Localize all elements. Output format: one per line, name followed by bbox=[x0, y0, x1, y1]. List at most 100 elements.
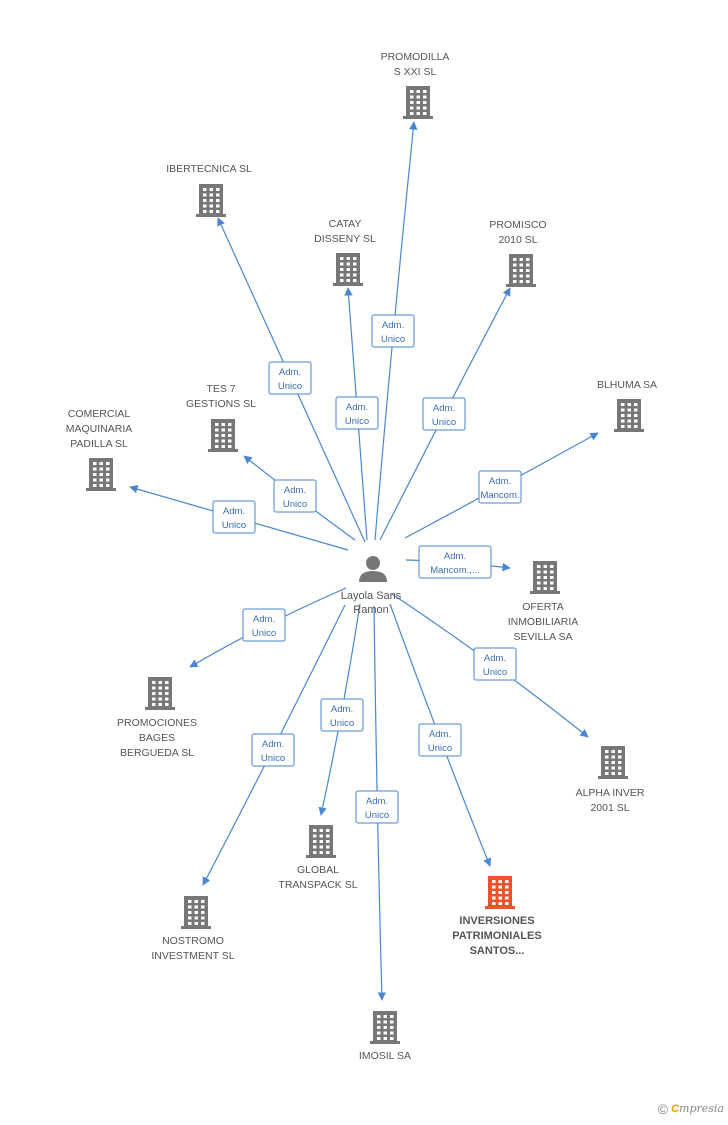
relation-box bbox=[242, 608, 286, 642]
relation-label-inversiones[interactable]: Adm. Unico bbox=[418, 723, 462, 757]
node-promodilla[interactable]: PROMODILLA S XXI SL bbox=[381, 51, 450, 119]
node-label: PROMODILLA bbox=[381, 51, 450, 63]
node-label: CATAY bbox=[329, 218, 362, 230]
relation-label-promociones[interactable]: Adm. Unico bbox=[242, 608, 286, 642]
relation-text: Adm. bbox=[484, 653, 506, 664]
relation-text: Unico bbox=[365, 810, 389, 821]
relation-text: Adm. bbox=[433, 403, 455, 414]
node-nostromo[interactable]: NOSTROMO INVESTMENT SL bbox=[151, 896, 235, 962]
building-icon bbox=[403, 86, 433, 119]
building-icon bbox=[530, 561, 560, 594]
relation-label-tes7[interactable]: Adm.Unico bbox=[273, 479, 317, 513]
relation-text: Mancom. bbox=[480, 490, 519, 501]
node-label: PADILLA SL bbox=[70, 438, 128, 450]
building-icon bbox=[485, 876, 515, 909]
brand-name: mpresia bbox=[679, 1101, 724, 1115]
relation-text: Adm. bbox=[331, 704, 353, 715]
relation-label-global[interactable]: Adm. Unico bbox=[320, 698, 364, 732]
relation-text: Adm. bbox=[253, 614, 275, 625]
node-label: GESTIONS SL bbox=[186, 398, 256, 410]
relation-box bbox=[273, 479, 317, 513]
relation-box bbox=[251, 733, 295, 767]
relation-label-alpha[interactable]: Adm. Unico bbox=[473, 647, 517, 681]
node-ibertecnica[interactable]: IBERTECNICA SL bbox=[166, 163, 252, 217]
node-label: 2001 SL bbox=[590, 802, 629, 814]
center-node[interactable]: Layola Sans Ramon bbox=[341, 556, 402, 616]
relation-text: Adm. bbox=[223, 506, 245, 517]
building-icon bbox=[145, 677, 175, 710]
relation-label-imosil[interactable]: Adm. Unico bbox=[355, 790, 399, 824]
building-icon bbox=[614, 399, 644, 432]
node-label: PROMISCO bbox=[489, 219, 546, 231]
relation-box bbox=[320, 698, 364, 732]
relation-text: Adm. bbox=[346, 402, 368, 413]
building-icon bbox=[370, 1011, 400, 1044]
relation-box bbox=[422, 397, 466, 431]
building-icon bbox=[506, 254, 536, 287]
relation-text: Mancom.,... bbox=[430, 565, 480, 576]
relation-text: Unico bbox=[345, 416, 369, 427]
relation-text: Adm. bbox=[429, 729, 451, 740]
relation-box bbox=[371, 314, 415, 348]
building-icon bbox=[208, 419, 238, 452]
relation-text: Unico bbox=[252, 628, 276, 639]
node-label: IMOSIL SA bbox=[359, 1050, 411, 1062]
relation-label-oferta[interactable]: Adm. Mancom.,... bbox=[418, 545, 492, 579]
node-label: TRANSPACK SL bbox=[278, 879, 357, 891]
node-global[interactable]: GLOBAL TRANSPACK SL bbox=[278, 825, 358, 891]
relation-text: Adm. bbox=[279, 367, 301, 378]
node-tes7[interactable]: TES 7 GESTIONS SL bbox=[186, 383, 256, 452]
node-label: GLOBAL bbox=[297, 864, 339, 876]
relation-text: Unico bbox=[428, 743, 452, 754]
relation-box bbox=[268, 361, 312, 395]
node-label: IBERTECNICA SL bbox=[166, 163, 252, 175]
node-promisco[interactable]: PROMISCO 2010 SL bbox=[489, 219, 547, 287]
node-blhuma[interactable]: BLHUMA SA bbox=[597, 379, 657, 432]
node-label: INVESTMENT SL bbox=[151, 950, 234, 962]
person-icon bbox=[359, 556, 387, 582]
relation-label-promodilla[interactable]: Adm.Unico bbox=[371, 314, 415, 348]
building-icon bbox=[598, 746, 628, 779]
center-label-line-2: Ramon bbox=[353, 604, 388, 616]
relation-label-blhuma[interactable]: Adm.Mancom. bbox=[478, 470, 522, 504]
building-icon bbox=[333, 253, 363, 286]
relation-text: Adm. bbox=[444, 551, 466, 562]
relation-label-ibertecnica[interactable]: Adm. Unico bbox=[268, 361, 312, 395]
footer-brand: © Cmpresia bbox=[658, 1101, 724, 1117]
node-label: TES 7 bbox=[206, 383, 235, 395]
relation-text: Unico bbox=[330, 718, 354, 729]
node-label: BERGUEDA SL bbox=[120, 747, 194, 759]
node-label: NOSTROMO bbox=[162, 935, 224, 947]
copyright-symbol: © bbox=[657, 1101, 669, 1117]
node-label: COMERCIAL bbox=[68, 408, 131, 420]
relation-label-catay[interactable]: Adm. Unico bbox=[335, 396, 379, 430]
relation-text: Unico bbox=[261, 753, 285, 764]
relation-text: Unico bbox=[222, 520, 246, 531]
node-imosil[interactable]: IMOSIL SA bbox=[359, 1011, 411, 1062]
node-label: INVERSIONES bbox=[459, 915, 534, 927]
node-label: 2010 SL bbox=[498, 234, 537, 246]
relation-text: Unico bbox=[483, 667, 507, 678]
node-label: S XXI SL bbox=[394, 66, 437, 78]
node-inversiones[interactable]: INVERSIONESPATRIMONIALESSANTOS... bbox=[452, 876, 542, 957]
node-label: PATRIMONIALES bbox=[452, 930, 541, 942]
node-label: BAGES bbox=[139, 732, 175, 744]
relation-label-comercial[interactable]: Adm. Unico bbox=[212, 500, 256, 534]
relation-box bbox=[212, 500, 256, 534]
relation-label-promisco[interactable]: Adm.Unico bbox=[422, 397, 466, 431]
nodes-layer: PROMODILLA S XXI SL IBERTECNICA SL CATAYDIS… bbox=[66, 51, 657, 1062]
node-label: SEVILLA SA bbox=[514, 631, 573, 643]
building-icon bbox=[181, 896, 211, 929]
relation-label-nostromo[interactable]: Adm.Unico bbox=[251, 733, 295, 767]
relation-box bbox=[335, 396, 379, 430]
relation-text: Unico bbox=[278, 381, 302, 392]
relation-text: Unico bbox=[283, 499, 307, 510]
relation-text: Adm. bbox=[366, 796, 388, 807]
brand-initial: C bbox=[671, 1102, 680, 1115]
